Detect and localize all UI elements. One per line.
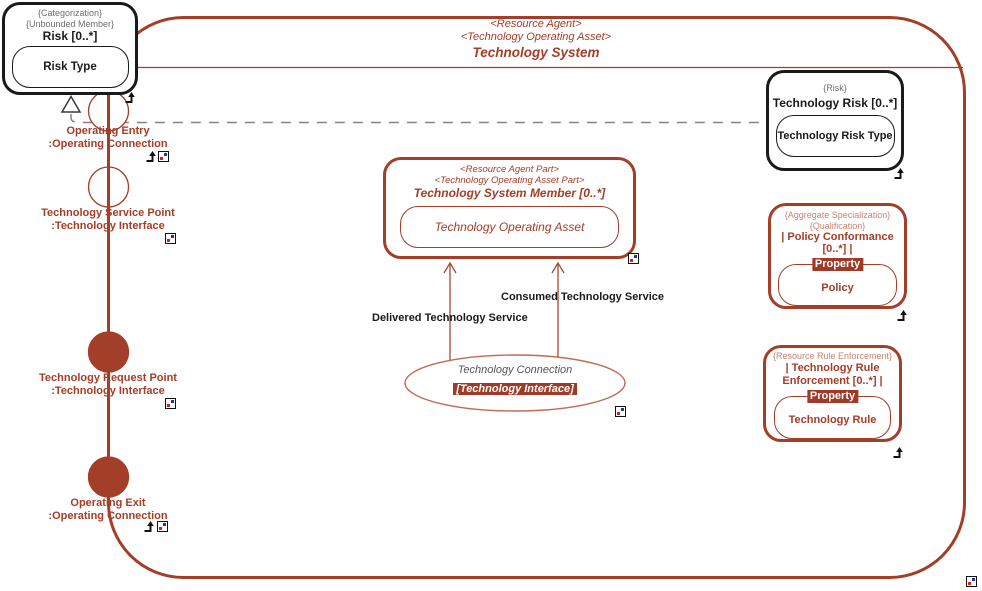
risk-type-node[interactable]: Risk Type <box>11 46 129 88</box>
risk-annotation-2: {Unbounded Member} <box>25 18 115 29</box>
technology-operating-asset-node[interactable]: Technology Operating Asset <box>400 206 619 248</box>
operating-entry-label: Operating Entry :Operating Connection <box>20 125 196 151</box>
rule-enforcement-name: | Technology Rule Enforcement [0..*] | <box>782 361 883 387</box>
risk-curved-arrow-icon <box>124 91 137 104</box>
member-name: Technology System Member [0..*] <box>413 186 606 200</box>
technology-system-member-node[interactable]: <Resource Agent Part> <Technology Operat… <box>383 157 636 259</box>
rule-property-tag: Property <box>806 389 859 403</box>
technology-connection-type: [Technology Interface] <box>453 383 577 395</box>
technology-request-point-label: Technology Request Point :Technology Int… <box>20 372 196 398</box>
technology-risk-name: Technology Risk [0..*] <box>772 95 898 110</box>
risk-generalization-connector[interactable] <box>70 114 766 124</box>
policy-curved-arrow-icon <box>896 309 909 322</box>
technology-connection-labels: Technology Connection [Technology Interf… <box>415 364 615 397</box>
operating-exit-type: :Operating Connection <box>48 510 168 522</box>
policy-annotation-1: {Aggregate Specialization} <box>784 210 891 220</box>
service-point-type: :Technology Interface <box>51 220 165 232</box>
risk-type-label: Risk Type <box>43 61 97 73</box>
member-stereotype-2: <Technology Operating Asset Part> <box>434 174 585 186</box>
technology-service-point-label: Technology Service Point :Technology Int… <box>20 207 196 233</box>
request-point-type: :Technology Interface <box>51 385 165 397</box>
rule-curved-arrow-icon <box>892 446 905 459</box>
diagram-navigation-icon[interactable] <box>966 576 977 587</box>
rule-annotation-1: {Resource Rule Enforcement} <box>772 351 893 361</box>
policy-node[interactable]: Property Policy <box>778 258 897 306</box>
member-stereotype-1: <Resource Agent Part> <box>460 164 559 175</box>
service-point-navigation-icon[interactable] <box>165 233 176 244</box>
technology-risk-annotation: {Risk} <box>823 83 847 93</box>
technology-risk-type-label: Technology Risk Type <box>777 129 893 142</box>
technology-risk-node[interactable]: {Risk} Technology Risk [0..*] Technology… <box>766 70 904 171</box>
risk-node[interactable]: {Categorization} {Unbounded Member} Risk… <box>2 2 138 95</box>
policy-label: Policy <box>821 282 854 294</box>
frame-stereotype-1: <Resource Agent> <box>490 18 582 30</box>
risk-name: Risk [0..*] <box>42 29 98 43</box>
policy-conformance-name: | Policy Conformance [0..*] | <box>781 231 894 255</box>
request-point-navigation-icon[interactable] <box>165 398 176 409</box>
connection-navigation-icon[interactable] <box>615 406 626 417</box>
operating-entry-type: :Operating Connection <box>48 138 168 150</box>
diagram-frame-title: <Resource Agent> <Technology Operating A… <box>336 18 736 61</box>
consumed-service-label: Consumed Technology Service <box>501 291 665 303</box>
member-navigation-icon[interactable] <box>628 253 639 264</box>
request-point-name: Technology Request Point <box>39 372 177 384</box>
operating-exit-name: Operating Exit <box>70 497 146 509</box>
frame-name: Technology System <box>472 45 600 60</box>
technology-rule-label: Technology Rule <box>788 414 877 426</box>
delivered-service-label: Delivered Technology Service <box>372 312 528 324</box>
technology-risk-type-node[interactable]: Technology Risk Type <box>775 114 895 157</box>
exit-curved-arrow-icon <box>143 520 156 533</box>
entry-curved-arrow-icon <box>145 150 158 163</box>
operating-exit-label: Operating Exit :Operating Connection <box>20 497 196 523</box>
exit-navigation-icon[interactable] <box>157 521 168 532</box>
entry-navigation-icon[interactable] <box>158 151 169 162</box>
generalization-arrowhead-icon <box>60 95 82 113</box>
policy-property-tag: Property <box>811 258 864 271</box>
service-point-name: Technology Service Point <box>41 207 175 219</box>
frame-stereotype-2: <Technology Operating Asset> <box>460 31 612 43</box>
technology-rule-node[interactable]: Property Technology Rule <box>774 389 891 439</box>
risk-annotation-1: {Categorization} <box>37 8 103 18</box>
operating-entry-name: Operating Entry <box>66 125 150 137</box>
technology-risk-curved-arrow-icon <box>893 167 906 180</box>
policy-conformance-node[interactable]: {Aggregate Specialization} {Qualificatio… <box>768 203 907 309</box>
delivered-service-connector[interactable] <box>443 261 457 361</box>
technology-rule-enforcement-node[interactable]: {Resource Rule Enforcement} | Technology… <box>763 345 902 442</box>
policy-annotation-2: {Qualification} <box>809 220 866 231</box>
technology-operating-asset-label: Technology Operating Asset <box>434 220 585 234</box>
technology-connection-name: Technology Connection <box>457 364 573 376</box>
consumed-service-connector[interactable] <box>551 261 565 358</box>
